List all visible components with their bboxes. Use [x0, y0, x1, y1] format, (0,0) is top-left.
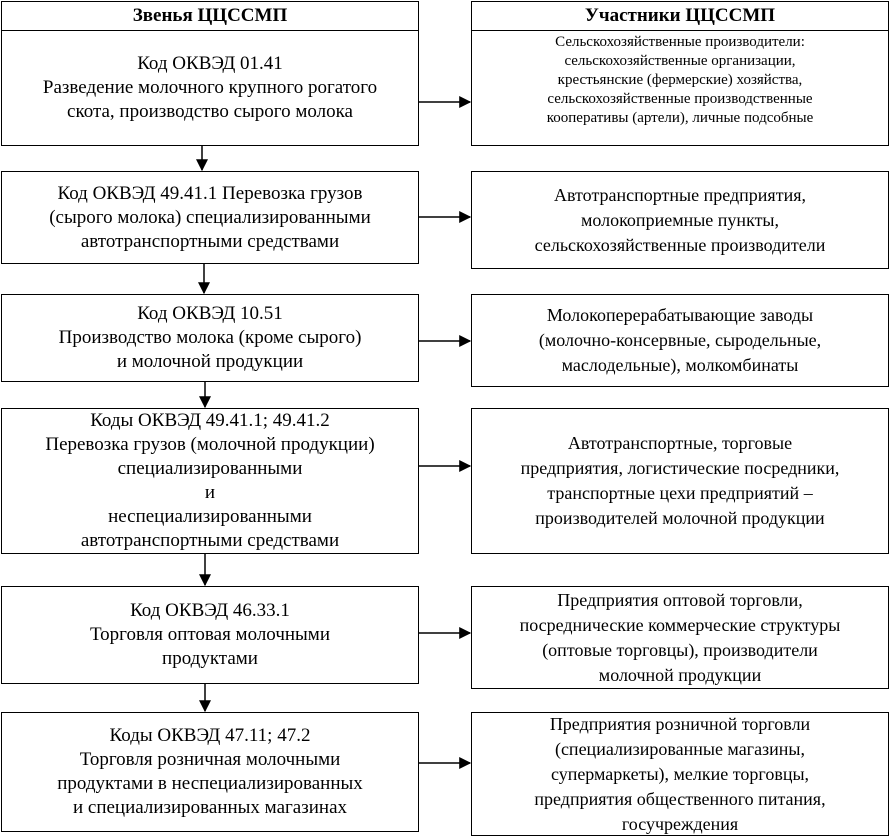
participants-line: Автотранспортные предприятия, — [554, 184, 806, 205]
header-links-label: Звенья ЦЦССМП — [132, 5, 288, 26]
link-line: Торговля розничная молочными — [79, 749, 341, 770]
participants-line: предприятия, логистические посредники, — [520, 458, 840, 478]
participants-line: посреднические коммерческие структуры — [519, 614, 841, 635]
link-line: автотранспортными средствами — [80, 230, 340, 252]
participants-box-1: Сельскохозяйственные производители: сель… — [471, 30, 889, 146]
link-box-2: Код ОКВЭД 49.41.1 Перевозка грузов (сыро… — [1, 171, 419, 264]
participants-line: предприятия общественного питания, — [534, 788, 826, 809]
link-box-1: Код ОКВЭД 01.41 Разведение молочного кру… — [1, 30, 419, 146]
link-line: (сырого молока) специализированными — [49, 206, 371, 228]
participants-box-4: Автотранспортные, торговые предприятия, … — [471, 408, 889, 554]
link-line: Производство молока (кроме сырого) — [58, 327, 362, 348]
link-box-6: Коды ОКВЭД 47.11; 47.2 Торговля рознична… — [1, 712, 419, 832]
link-box-5: Код ОКВЭД 46.33.1 Торговля оптовая молоч… — [1, 586, 419, 684]
link-line: Коды ОКВЭД 47.11; 47.2 — [109, 725, 311, 746]
participants-line: молокоприемные пункты, — [580, 209, 780, 230]
link-box-3: Код ОКВЭД 10.51 Производство молока (кро… — [1, 294, 419, 382]
link-line: и молочной продукции — [116, 351, 304, 372]
link-line: Коды ОКВЭД 49.41.1; 49.41.2 — [90, 410, 330, 431]
link-line: продуктами — [162, 648, 258, 669]
header-links: Звенья ЦЦССМП — [1, 1, 419, 31]
participants-line: сельскохозяйственные организации, — [564, 53, 796, 69]
participants-line: крестьянские (фермерские) хозяйства, — [557, 72, 803, 88]
link-line: Код ОКВЭД 49.41.1 Перевозка грузов — [57, 182, 363, 204]
participants-line: Автотранспортные, торговые — [567, 433, 793, 453]
participants-line: сельскохозяйственные производственные — [547, 91, 813, 107]
participants-line: производителей молочной продукции — [535, 508, 825, 528]
participants-line: (молочно-консервные, сыродельные, — [538, 330, 822, 350]
link-line: специализированными — [117, 458, 303, 479]
link-line: Код ОКВЭД 46.33.1 — [130, 600, 290, 621]
participants-line: Предприятия розничной торговли — [549, 713, 811, 734]
link-box-4: Коды ОКВЭД 49.41.1; 49.41.2 Перевозка гр… — [1, 408, 419, 554]
participants-box-3: Молокоперерабатывающие заводы (молочно-к… — [471, 294, 889, 387]
participants-line: супермаркеты), мелкие торговцы, — [550, 763, 810, 784]
participants-line: (оптовые торговцы), производители — [542, 639, 818, 660]
link-line: неспециализированными — [108, 506, 312, 527]
participants-line: Молокоперерабатывающие заводы — [546, 305, 814, 325]
participants-box-6: Предприятия розничной торговли (специали… — [471, 712, 889, 836]
participants-line: молочной продукции — [598, 664, 762, 685]
link-line: Разведение молочного крупного рогатого — [42, 77, 378, 98]
participants-line: маслодельные), молкомбинаты — [561, 355, 799, 375]
link-line: Перевозка грузов (молочной продукции) — [45, 434, 375, 455]
participants-line: Сельскохозяйственные производители: — [555, 34, 805, 50]
participants-line: госучреждения — [621, 813, 739, 834]
link-line: Код ОКВЭД 01.41 — [137, 53, 283, 74]
link-line: Код ОКВЭД 10.51 — [137, 303, 283, 324]
participants-line: (специализированные магазины, — [554, 738, 806, 759]
header-participants-label: Участники ЦЦССМП — [584, 5, 776, 26]
link-line: Торговля оптовая молочными — [90, 624, 330, 645]
link-line: продуктами в неспециализированных — [57, 773, 363, 794]
participants-line: кооперативы (артели), личные подсобные — [546, 110, 814, 126]
participants-line: Предприятия оптовой торговли, — [557, 589, 803, 610]
participants-box-2: Автотранспортные предприятия, молокоприе… — [471, 171, 889, 269]
participants-line: транспортные цехи предприятий – — [547, 483, 813, 503]
participants-line: сельскохозяйственные производители — [534, 234, 826, 255]
link-line: и специализированных магазинах — [72, 797, 348, 818]
link-line: скота, производство сырого молока — [67, 101, 353, 122]
link-line: и — [204, 482, 216, 503]
participants-box-5: Предприятия оптовой торговли, посредниче… — [471, 586, 889, 689]
link-line: автотранспортными средствами — [80, 530, 340, 551]
